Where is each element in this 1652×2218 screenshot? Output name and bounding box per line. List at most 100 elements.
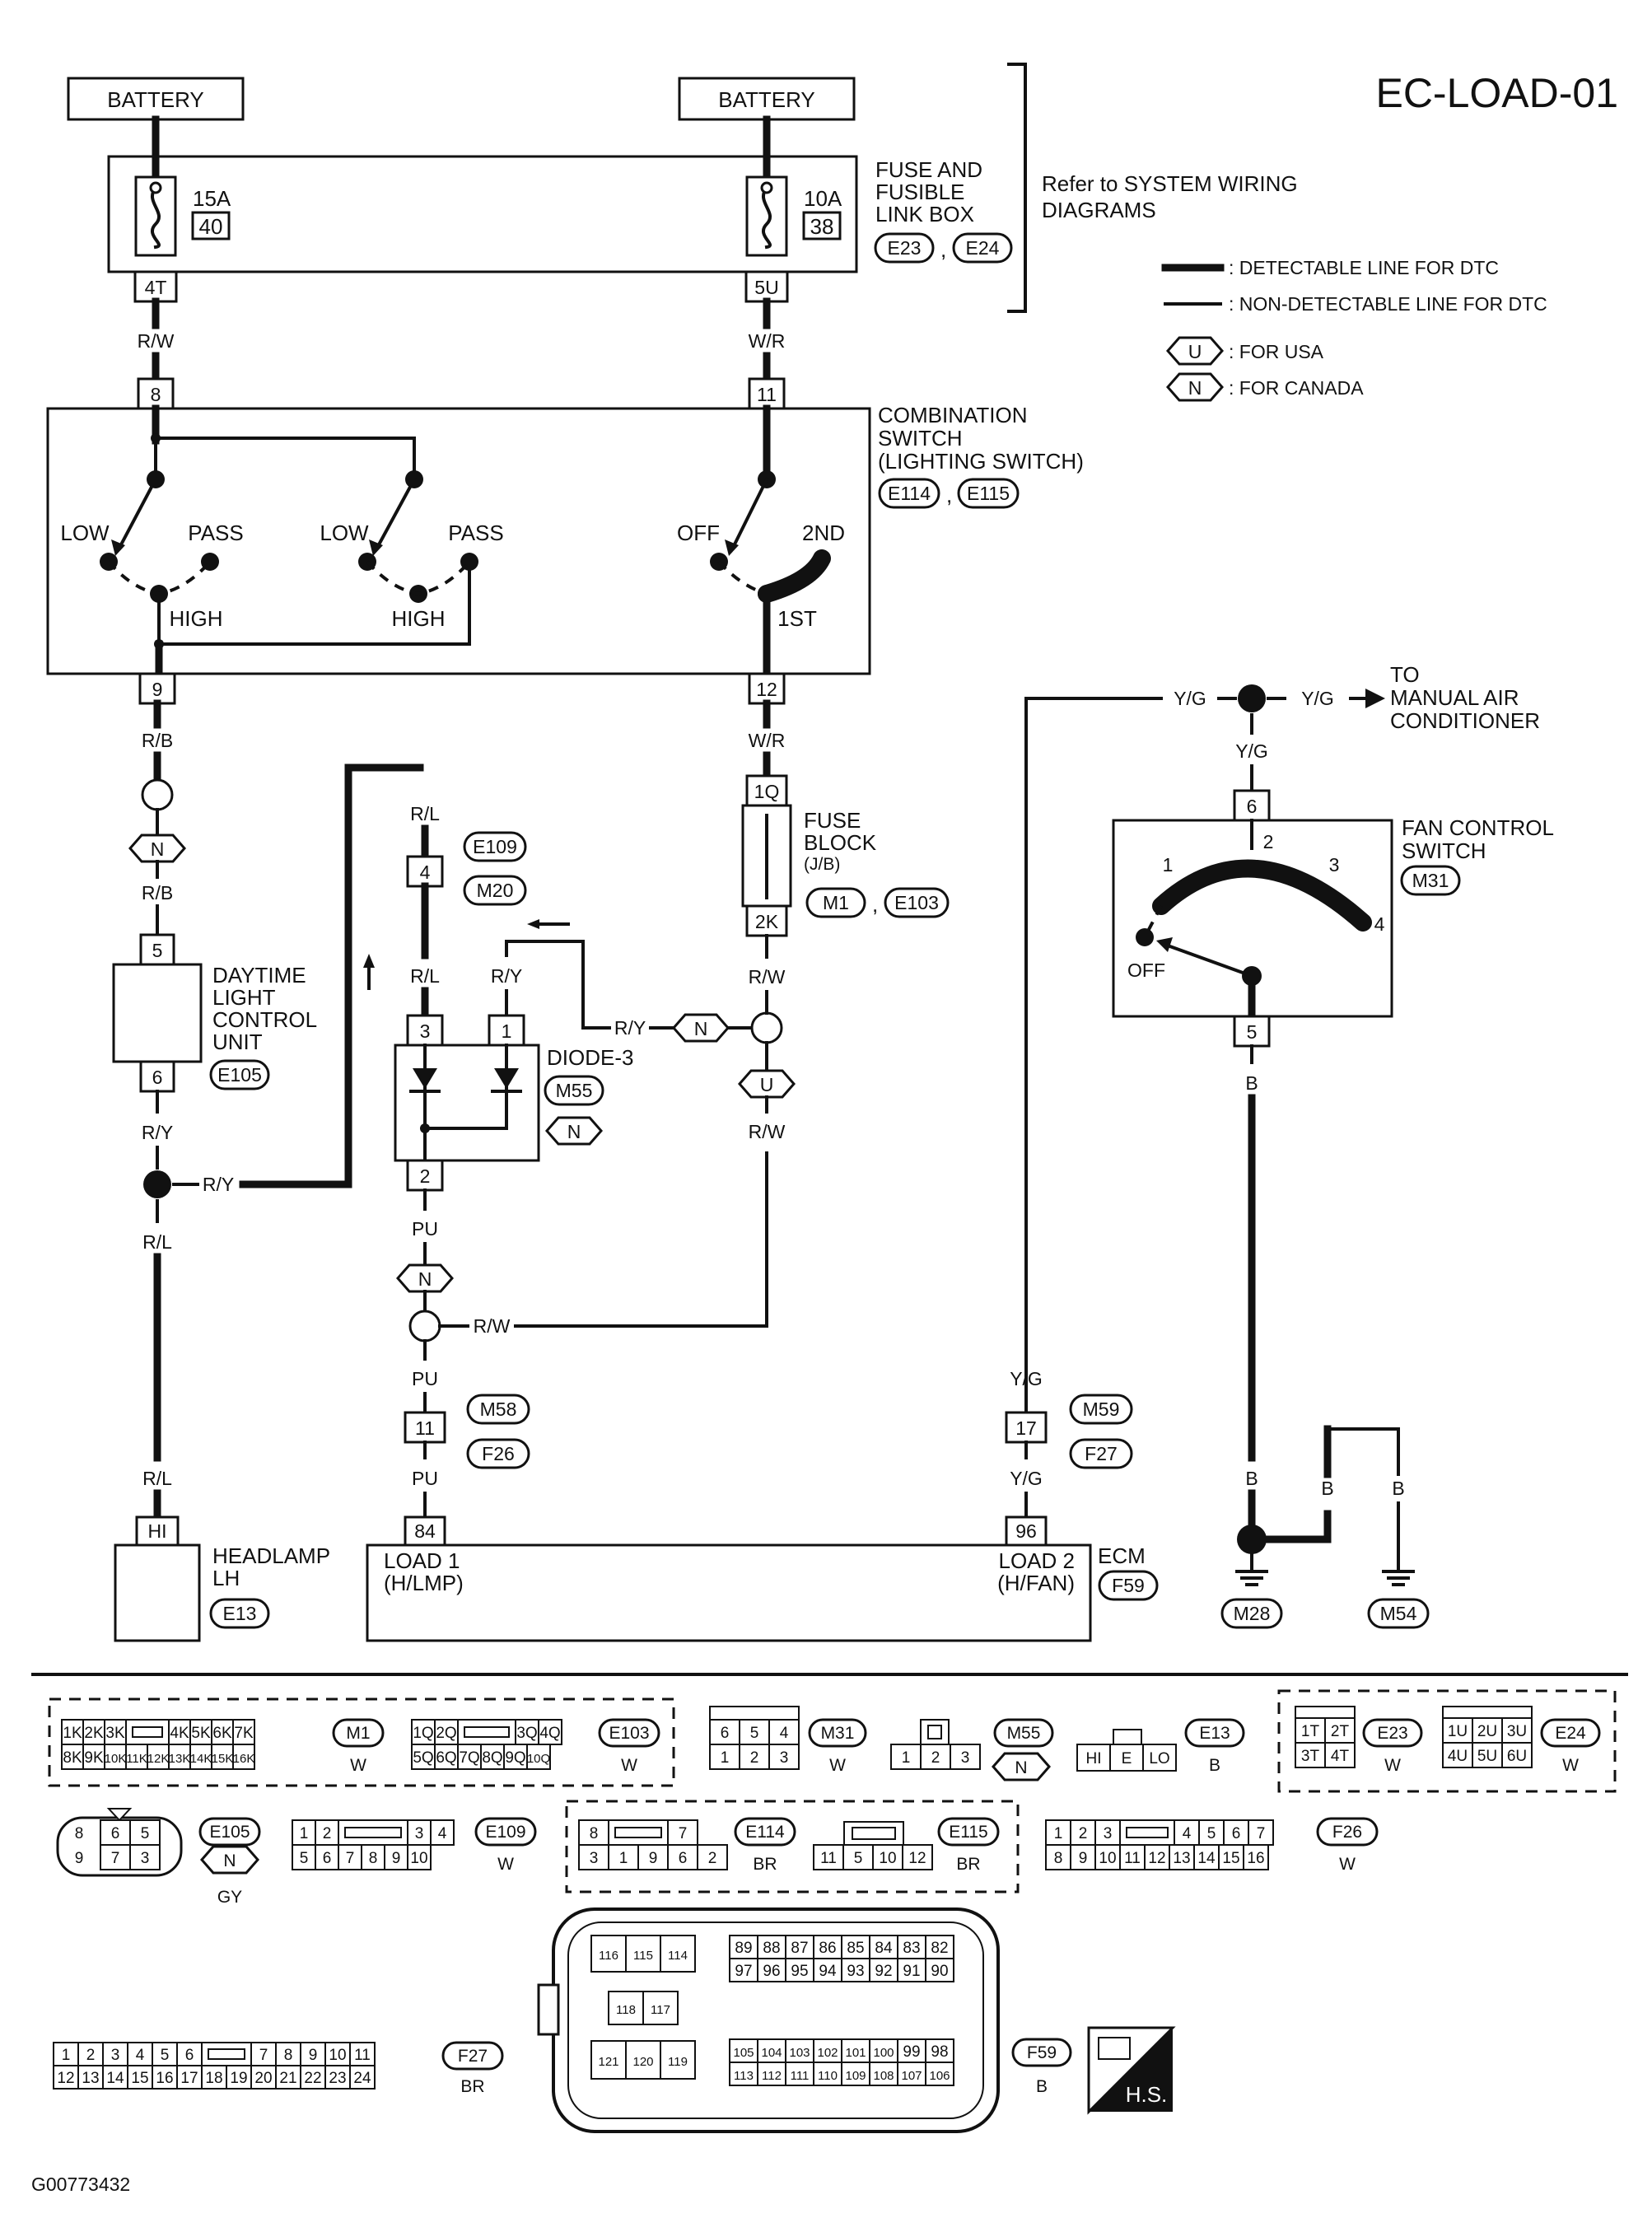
f27-color: BR <box>460 2077 484 2096</box>
e103-color: W <box>621 1756 637 1775</box>
e103-pin: 9Q <box>505 1749 525 1767</box>
legend-canada-text: : FOR CANADA <box>1229 377 1364 399</box>
f59-pin: 95 <box>791 1963 808 1980</box>
f59-pin: 109 <box>845 2069 866 2083</box>
wire-pu-2: PU <box>412 1368 438 1389</box>
e103-pin: 5Q <box>413 1749 433 1767</box>
f27-pin: 10 <box>329 2047 346 2064</box>
m1-pin: 10K <box>105 1752 127 1766</box>
page-title: EC-LOAD-01 <box>1375 70 1618 116</box>
f26-id: F26 <box>1332 1823 1362 1842</box>
term-4-e109: 4 <box>420 862 431 883</box>
e115-pin: 12 <box>908 1850 926 1867</box>
f59-pin: 91 <box>903 1963 920 1980</box>
f26-pin: 4 <box>1183 1825 1192 1842</box>
e109-pin: 9 <box>392 1850 401 1867</box>
ac-label-2: MANUAL AIR <box>1390 685 1519 710</box>
fan-conn: M31 <box>1412 870 1449 891</box>
dlc-label-3: CONTROL <box>212 1007 317 1032</box>
fan-label-off: OFF <box>1127 960 1165 981</box>
m1-pin: 7K <box>234 1725 254 1742</box>
wire-rw-right-2: R/W <box>749 1121 786 1142</box>
e103-pin: 10Q <box>527 1752 550 1766</box>
comb-switch-label-3: (LIGHTING SWITCH) <box>878 449 1084 474</box>
f27-pin: 11 <box>354 2047 371 2064</box>
f59-pin: 97 <box>735 1963 752 1980</box>
f59-pin: 100 <box>873 2046 894 2060</box>
m31-id: M31 <box>821 1724 855 1743</box>
ac-label-3: CONDITIONER <box>1390 708 1540 733</box>
f27-pin: 6 <box>185 2047 194 2064</box>
e114-id: E114 <box>745 1823 785 1842</box>
e103-pin: 8Q <box>482 1749 502 1767</box>
f26-pin: 15 <box>1222 1850 1239 1867</box>
e24-pin: 2U <box>1477 1723 1497 1740</box>
f27-pin: 23 <box>329 2070 346 2087</box>
f59-pin: 98 <box>931 2043 948 2061</box>
f59-pin: 108 <box>873 2069 894 2083</box>
f59-pin: 83 <box>903 1940 920 1957</box>
fuse-10a-number: 38 <box>810 214 834 239</box>
e105-pin: 5 <box>141 1825 150 1842</box>
f59-pin: 101 <box>845 2046 866 2060</box>
e115-color: BR <box>956 1855 980 1874</box>
term-11: 11 <box>757 384 777 405</box>
e114-pin: 1 <box>619 1850 628 1867</box>
f59-pin: 102 <box>817 2046 838 2060</box>
wire-wr-top: W/R <box>749 330 786 352</box>
legend-canada-tag: N <box>1188 377 1202 399</box>
ac-label-1: TO <box>1390 662 1420 687</box>
f27-pin: 22 <box>304 2070 321 2087</box>
m1-pin: 3K <box>105 1725 125 1742</box>
m1-pin: 1K <box>63 1725 82 1742</box>
term-17: 17 <box>1015 1417 1037 1439</box>
m1-pin: 8K <box>63 1749 82 1767</box>
term-6-fan: 6 <box>1247 796 1258 817</box>
comb-switch-label-2: SWITCH <box>878 426 963 451</box>
fan-label-2: SWITCH <box>1402 838 1486 863</box>
e24-color: W <box>1562 1756 1579 1775</box>
e24-id: E24 <box>1555 1724 1586 1743</box>
f59-pin: 106 <box>929 2069 950 2083</box>
tag-e109: E109 <box>473 836 517 857</box>
wire-rw-right-1: R/W <box>749 966 786 988</box>
f59-pin: 92 <box>875 1963 892 1980</box>
fan-label-s1: 1 <box>1163 854 1174 876</box>
e103-pin: 4Q <box>539 1725 560 1742</box>
e24-pin: 3U <box>1507 1723 1527 1740</box>
e24-pin: 1U <box>1448 1723 1468 1740</box>
term-2-diode: 2 <box>420 1165 431 1187</box>
m55-pin: 1 <box>902 1749 911 1767</box>
ground-m28: M28 <box>1234 1603 1271 1624</box>
e109-id: E109 <box>485 1823 525 1842</box>
f59-pin: 110 <box>818 2069 838 2083</box>
svg-text:,: , <box>940 237 946 262</box>
f27-pin: 16 <box>156 2070 173 2087</box>
f59-pin: 88 <box>763 1940 780 1957</box>
f59-pin: 87 <box>791 1940 808 1957</box>
hs-symbol: H.S. <box>1087 2026 1176 2115</box>
legend-non-detectable: : NON-DETECTABLE LINE FOR DTC <box>1229 293 1547 315</box>
e103-pin: 2Q <box>436 1725 456 1742</box>
fuse-block-conn-1: M1 <box>823 892 849 913</box>
e105-pin: 6 <box>111 1825 120 1842</box>
fuse-box-conn-2: E24 <box>966 237 1000 259</box>
e109-pin: 2 <box>323 1825 332 1842</box>
fan-label-1: FAN CONTROL <box>1402 815 1554 840</box>
m1-pin: 9K <box>84 1749 104 1767</box>
f27-pin: 9 <box>309 2047 318 2064</box>
wire-b-4: B <box>1392 1478 1404 1499</box>
f59-pin: 121 <box>598 2055 618 2069</box>
term-5-fan: 5 <box>1247 1021 1258 1043</box>
legend-usa-text: : FOR USA <box>1229 341 1324 362</box>
m1-pin: 5K <box>191 1725 211 1742</box>
e103-id: E103 <box>609 1724 649 1743</box>
fuse-box-conn-1: E23 <box>888 237 922 259</box>
f27-pin: 13 <box>82 2070 99 2087</box>
term-9: 9 <box>152 679 163 700</box>
f59-id: F59 <box>1027 2043 1057 2062</box>
legend-detectable: : DETECTABLE LINE FOR DTC <box>1229 257 1499 278</box>
m1-pin: 15K <box>212 1752 234 1766</box>
f26-pin: 10 <box>1099 1850 1116 1867</box>
e13-pin: HI <box>1086 1750 1102 1767</box>
